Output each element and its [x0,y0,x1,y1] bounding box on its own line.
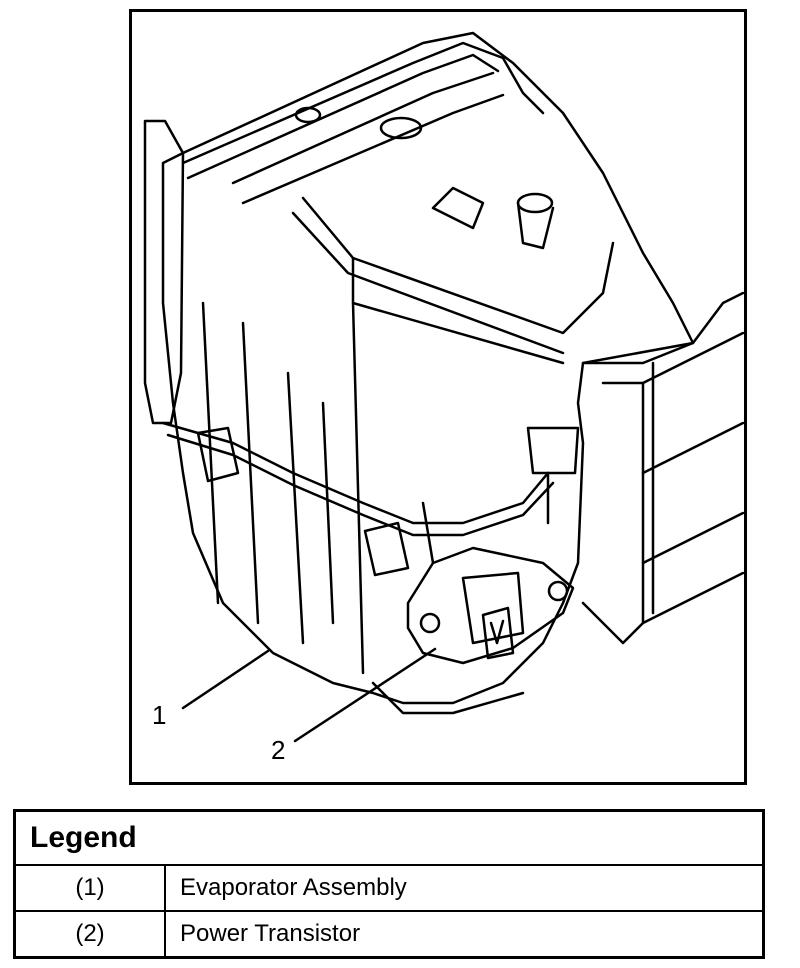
evaporator-housing [161,31,695,705]
callout-1: 1 [152,700,167,730]
legend-number: (2) [13,910,166,959]
leader-line-2 [293,647,437,743]
connector-left [196,426,240,483]
legend-description: Evaporator Assembly [164,864,765,912]
power-transistor [406,546,575,665]
diagram-frame [129,9,747,785]
callout-2: 2 [271,735,286,765]
legend-header-row: Legend [13,809,765,866]
right-duct [581,291,744,365]
leader-line-1 [181,649,270,710]
evaporator-diagram [143,31,744,743]
left-flange [143,119,185,425]
transistor-connector [481,606,515,660]
legend-number: (1) [13,864,166,912]
top-rim [181,41,545,165]
legend-table: Legend (1) Evaporator Assembly (2) Power… [13,809,765,959]
legend-row: (2) Power Transistor [13,910,765,959]
nozzle [516,201,555,250]
top-port [379,116,423,140]
wiring-harness [161,421,550,525]
legend-title: Legend [13,809,765,866]
legend-row: (1) Evaporator Assembly [13,864,765,912]
connector-right [526,426,580,475]
connector-middle [363,521,410,577]
legend-description: Power Transistor [164,910,765,959]
